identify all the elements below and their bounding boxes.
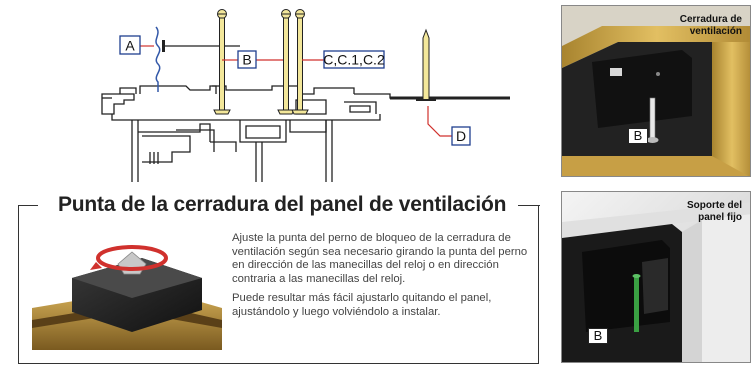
photo-fixed-panel-caption: Soporte del panel fijo	[686, 200, 742, 223]
fastener-d	[416, 28, 436, 101]
callout-d-label: D	[456, 128, 466, 144]
photo-vent-lock: Cerradura de ventilación B	[561, 5, 751, 177]
instructions-text: Ajuste la punta del perno de bloqueo de …	[232, 232, 532, 326]
fastener-c	[277, 9, 309, 115]
photo-vent-lock-caption: Cerradura de ventilación	[679, 14, 742, 37]
section-frame	[17, 205, 540, 364]
photo-fixed-panel-tag: B	[588, 328, 608, 344]
callout-lines	[140, 45, 452, 137]
section-title: Punta de la cerradura del panel de venti…	[58, 193, 507, 216]
frame-profile	[101, 85, 410, 182]
photo-fixed-panel-support: Soporte del panel fijo B	[561, 191, 751, 363]
callout-c-label: C,C.1,C.2	[323, 52, 385, 68]
photo-vent-lock-tag: B	[628, 128, 648, 144]
fastener-a	[155, 26, 240, 92]
callout-b-label: B	[242, 52, 251, 68]
instruction-paragraph-2: Puede resultar más fácil ajustarlo quita…	[232, 292, 492, 318]
cross-section-diagram: A B C,C.1,C.2 D	[101, 9, 510, 182]
callout-a-label: A	[125, 38, 135, 54]
fastener-b	[213, 9, 231, 115]
instruction-paragraph-1: Ajuste la punta del perno de bloqueo de …	[232, 232, 528, 285]
lock-tip-illustration	[32, 228, 222, 350]
callout-boxes	[119, 35, 471, 146]
